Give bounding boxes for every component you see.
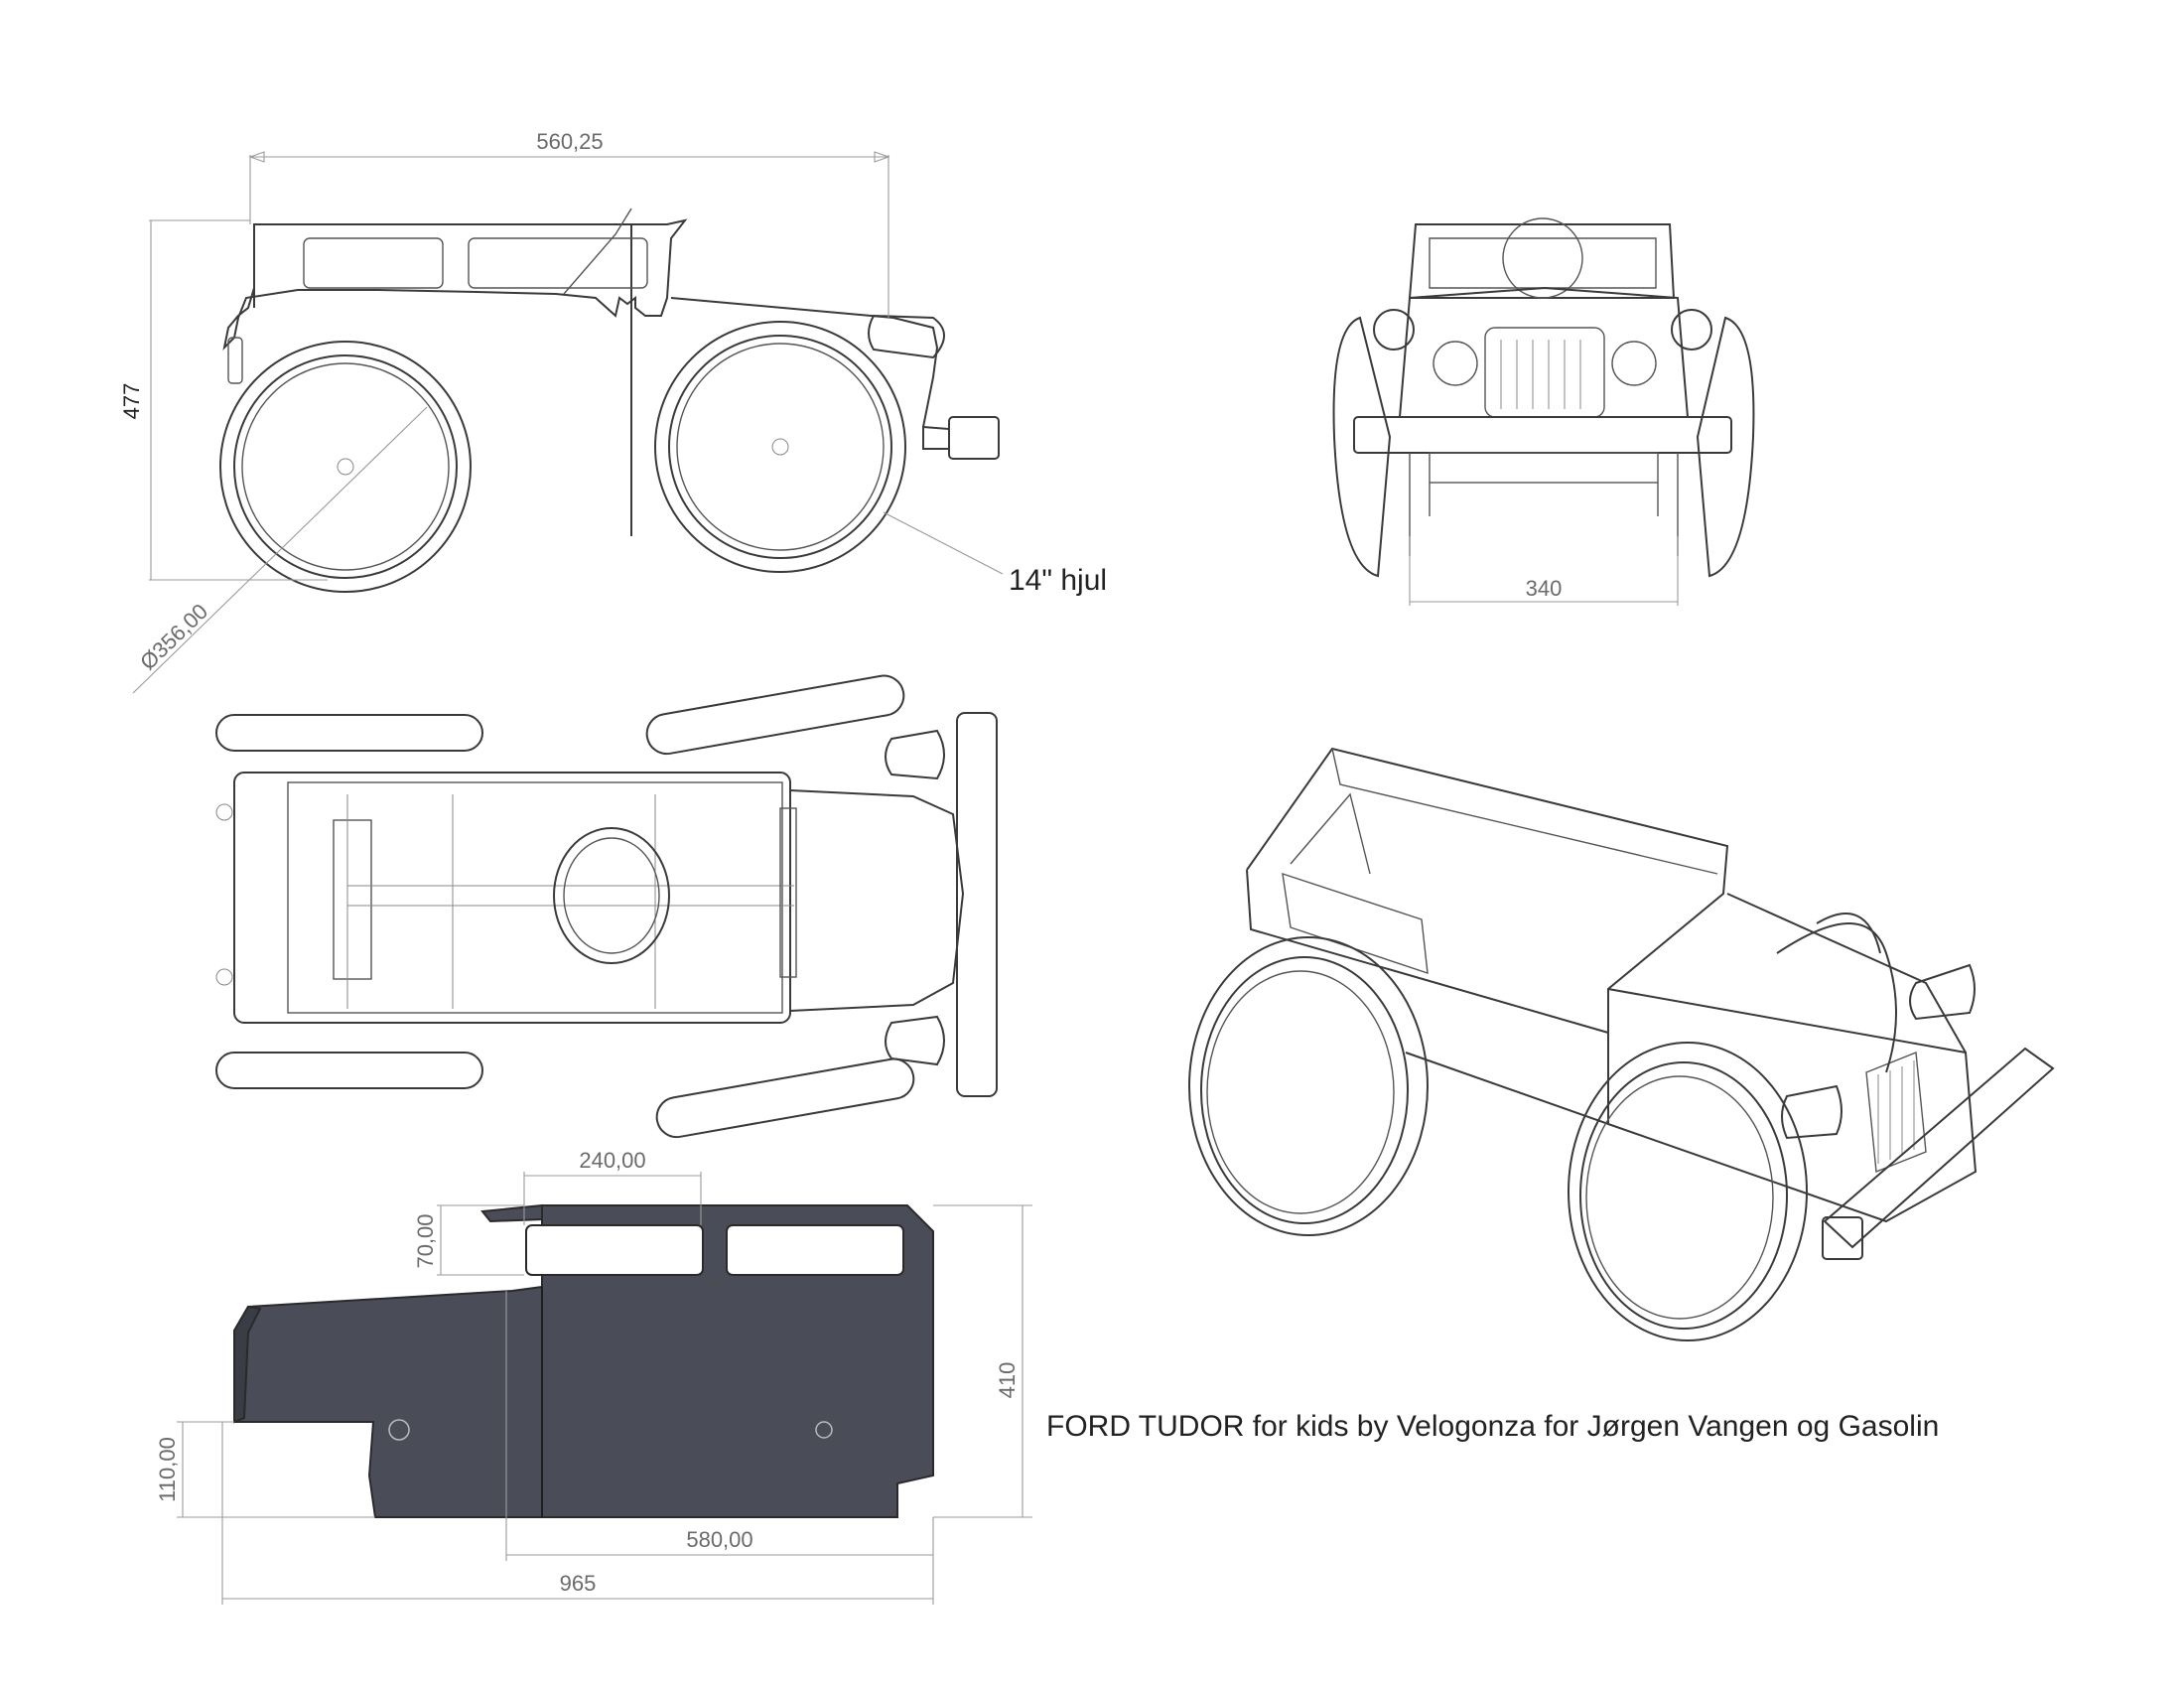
wheel-diameter-dimension: Ø356,00 <box>135 599 212 675</box>
side-length-dimension: 560,25 <box>536 129 603 154</box>
total-length-dimension: 965 <box>560 1571 597 1596</box>
window-height-dimension: 70,00 <box>413 1213 438 1268</box>
body-panel-view: 240,00 70,00 410 110,00 580,00 965 <box>155 1148 1032 1605</box>
top-view <box>215 674 998 1139</box>
front-view: 340 <box>1332 217 1755 606</box>
rear-length-dimension: 580,00 <box>686 1527 752 1552</box>
front-track-dimension: 340 <box>1526 576 1563 601</box>
side-height-dimension: 477 <box>119 383 144 420</box>
step-height-dimension: 110,00 <box>155 1437 180 1502</box>
side-view: 560,25 477 Ø356,00 14" hjul <box>119 129 1107 694</box>
wheel-size-note: 14" hjul <box>1009 564 1107 597</box>
isometric-view <box>1188 747 2055 1341</box>
panel-height-dimension: 410 <box>995 1362 1020 1399</box>
window-span-dimension: 240,00 <box>579 1148 645 1173</box>
drawing-title: FORD TUDOR for kids by Velogonza for Jør… <box>1046 1410 1939 1443</box>
